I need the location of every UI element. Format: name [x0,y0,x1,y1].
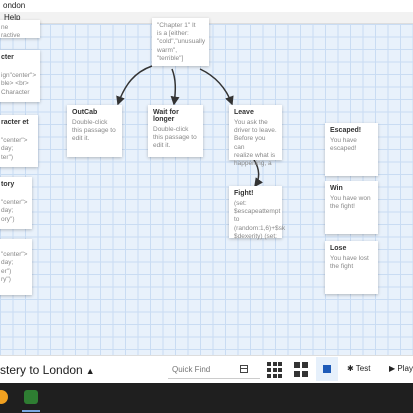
passage-excerpt: You have won the fight! [330,195,371,211]
passage-card-lose[interactable]: Lose You have lost the fight [325,241,378,294]
zoom-large-icon[interactable] [316,357,338,381]
taskbar [0,383,413,413]
story-toolbar: stery to London▲ ✱ Test ▶ Play [0,355,413,383]
link-to-leave [199,68,234,106]
passage-excerpt: (set: $escapeattempt to (random:1,6)+$sk… [234,200,286,240]
play-icon: ▶ [389,364,396,373]
passage-card-wait-for-longer[interactable]: Wait for longer Double-click this passag… [148,105,203,157]
zoom-medium-icon[interactable] [294,362,310,378]
story-map-canvas[interactable]: "Chapter 1" It is a [either: "cold","unu… [0,18,413,355]
play-button[interactable]: ▶ Play [389,364,413,373]
test-button[interactable]: ✱ Test [347,364,370,373]
highlight-icon[interactable] [240,365,248,373]
passage-excerpt: ign"center"> ble> <br> Character [1,72,37,96]
passage-title: Wait for longer [153,109,179,123]
link-to-outcab [116,65,153,106]
bug-icon: ✱ [347,364,354,373]
passage-title: tory [1,181,15,188]
passage-excerpt: You ask the driver to leave. Before you … [234,119,277,168]
story-title: stery to London [0,363,83,377]
passage-excerpt: Double-click this passage to edit it. [153,126,197,150]
passage-card-leave[interactable]: Leave You ask the driver to leave. Befor… [229,105,282,167]
app-icon-twine[interactable] [24,390,38,404]
passage-excerpt: "center"> day; er") ry") [1,251,28,283]
passage-card-left-3[interactable]: racter et "center"> day; ter") [0,115,38,167]
passage-card-left-1[interactable]: ne ractive [0,20,40,40]
passage-excerpt: "Chapter 1" It is a [either: "cold","unu… [157,22,206,62]
passage-excerpt: You have escaped! [330,137,357,153]
passage-title: racter et [1,119,29,126]
passage-card-left-4[interactable]: tory "center"> day; ory") [0,177,32,229]
passage-title: OutCab [72,109,98,116]
menu-help[interactable]: Help [4,13,21,22]
passage-excerpt: "center"> day; ory") [1,199,28,223]
window-title: ondon [0,0,413,12]
quick-find-input[interactable] [168,361,260,379]
app-icon-orange[interactable] [0,390,8,404]
passage-title: Leave [234,109,254,116]
story-title-menu[interactable]: stery to London▲ [0,363,95,377]
passage-card-start[interactable]: "Chapter 1" It is a [either: "cold","unu… [152,18,209,66]
play-label: Play [397,364,413,373]
passage-card-fight[interactable]: Fight! (set: $escapeattempt to (random:1… [229,186,286,240]
passage-card-win[interactable]: Win You have won the fight! [325,181,378,234]
link-to-wait [170,68,180,106]
passage-card-left-2[interactable]: cter ign"center"> ble> <br> Character [0,50,40,102]
test-label: Test [355,364,371,373]
passage-excerpt: ne ractive [1,24,21,40]
passage-excerpt: "center"> day; ter") [1,137,28,161]
passage-excerpt: You have lost the fight [330,255,369,271]
passage-title: Win [330,185,343,192]
passage-excerpt: Double-click this passage to edit it. [72,119,116,143]
passage-card-escaped[interactable]: Escaped! You have escaped! [325,123,378,176]
passage-title: Lose [330,245,347,252]
passage-card-outcab[interactable]: OutCab Double-click this passage to edit… [67,105,122,157]
passage-title: cter [1,54,14,61]
active-app-indicator [22,410,40,412]
zoom-small-icon[interactable] [267,362,283,378]
passage-title: Fight! [234,190,254,197]
passage-title: Escaped! [330,127,362,134]
passage-card-left-5[interactable]: "center"> day; er") ry") [0,239,32,295]
caret-up-icon: ▲ [85,366,95,376]
